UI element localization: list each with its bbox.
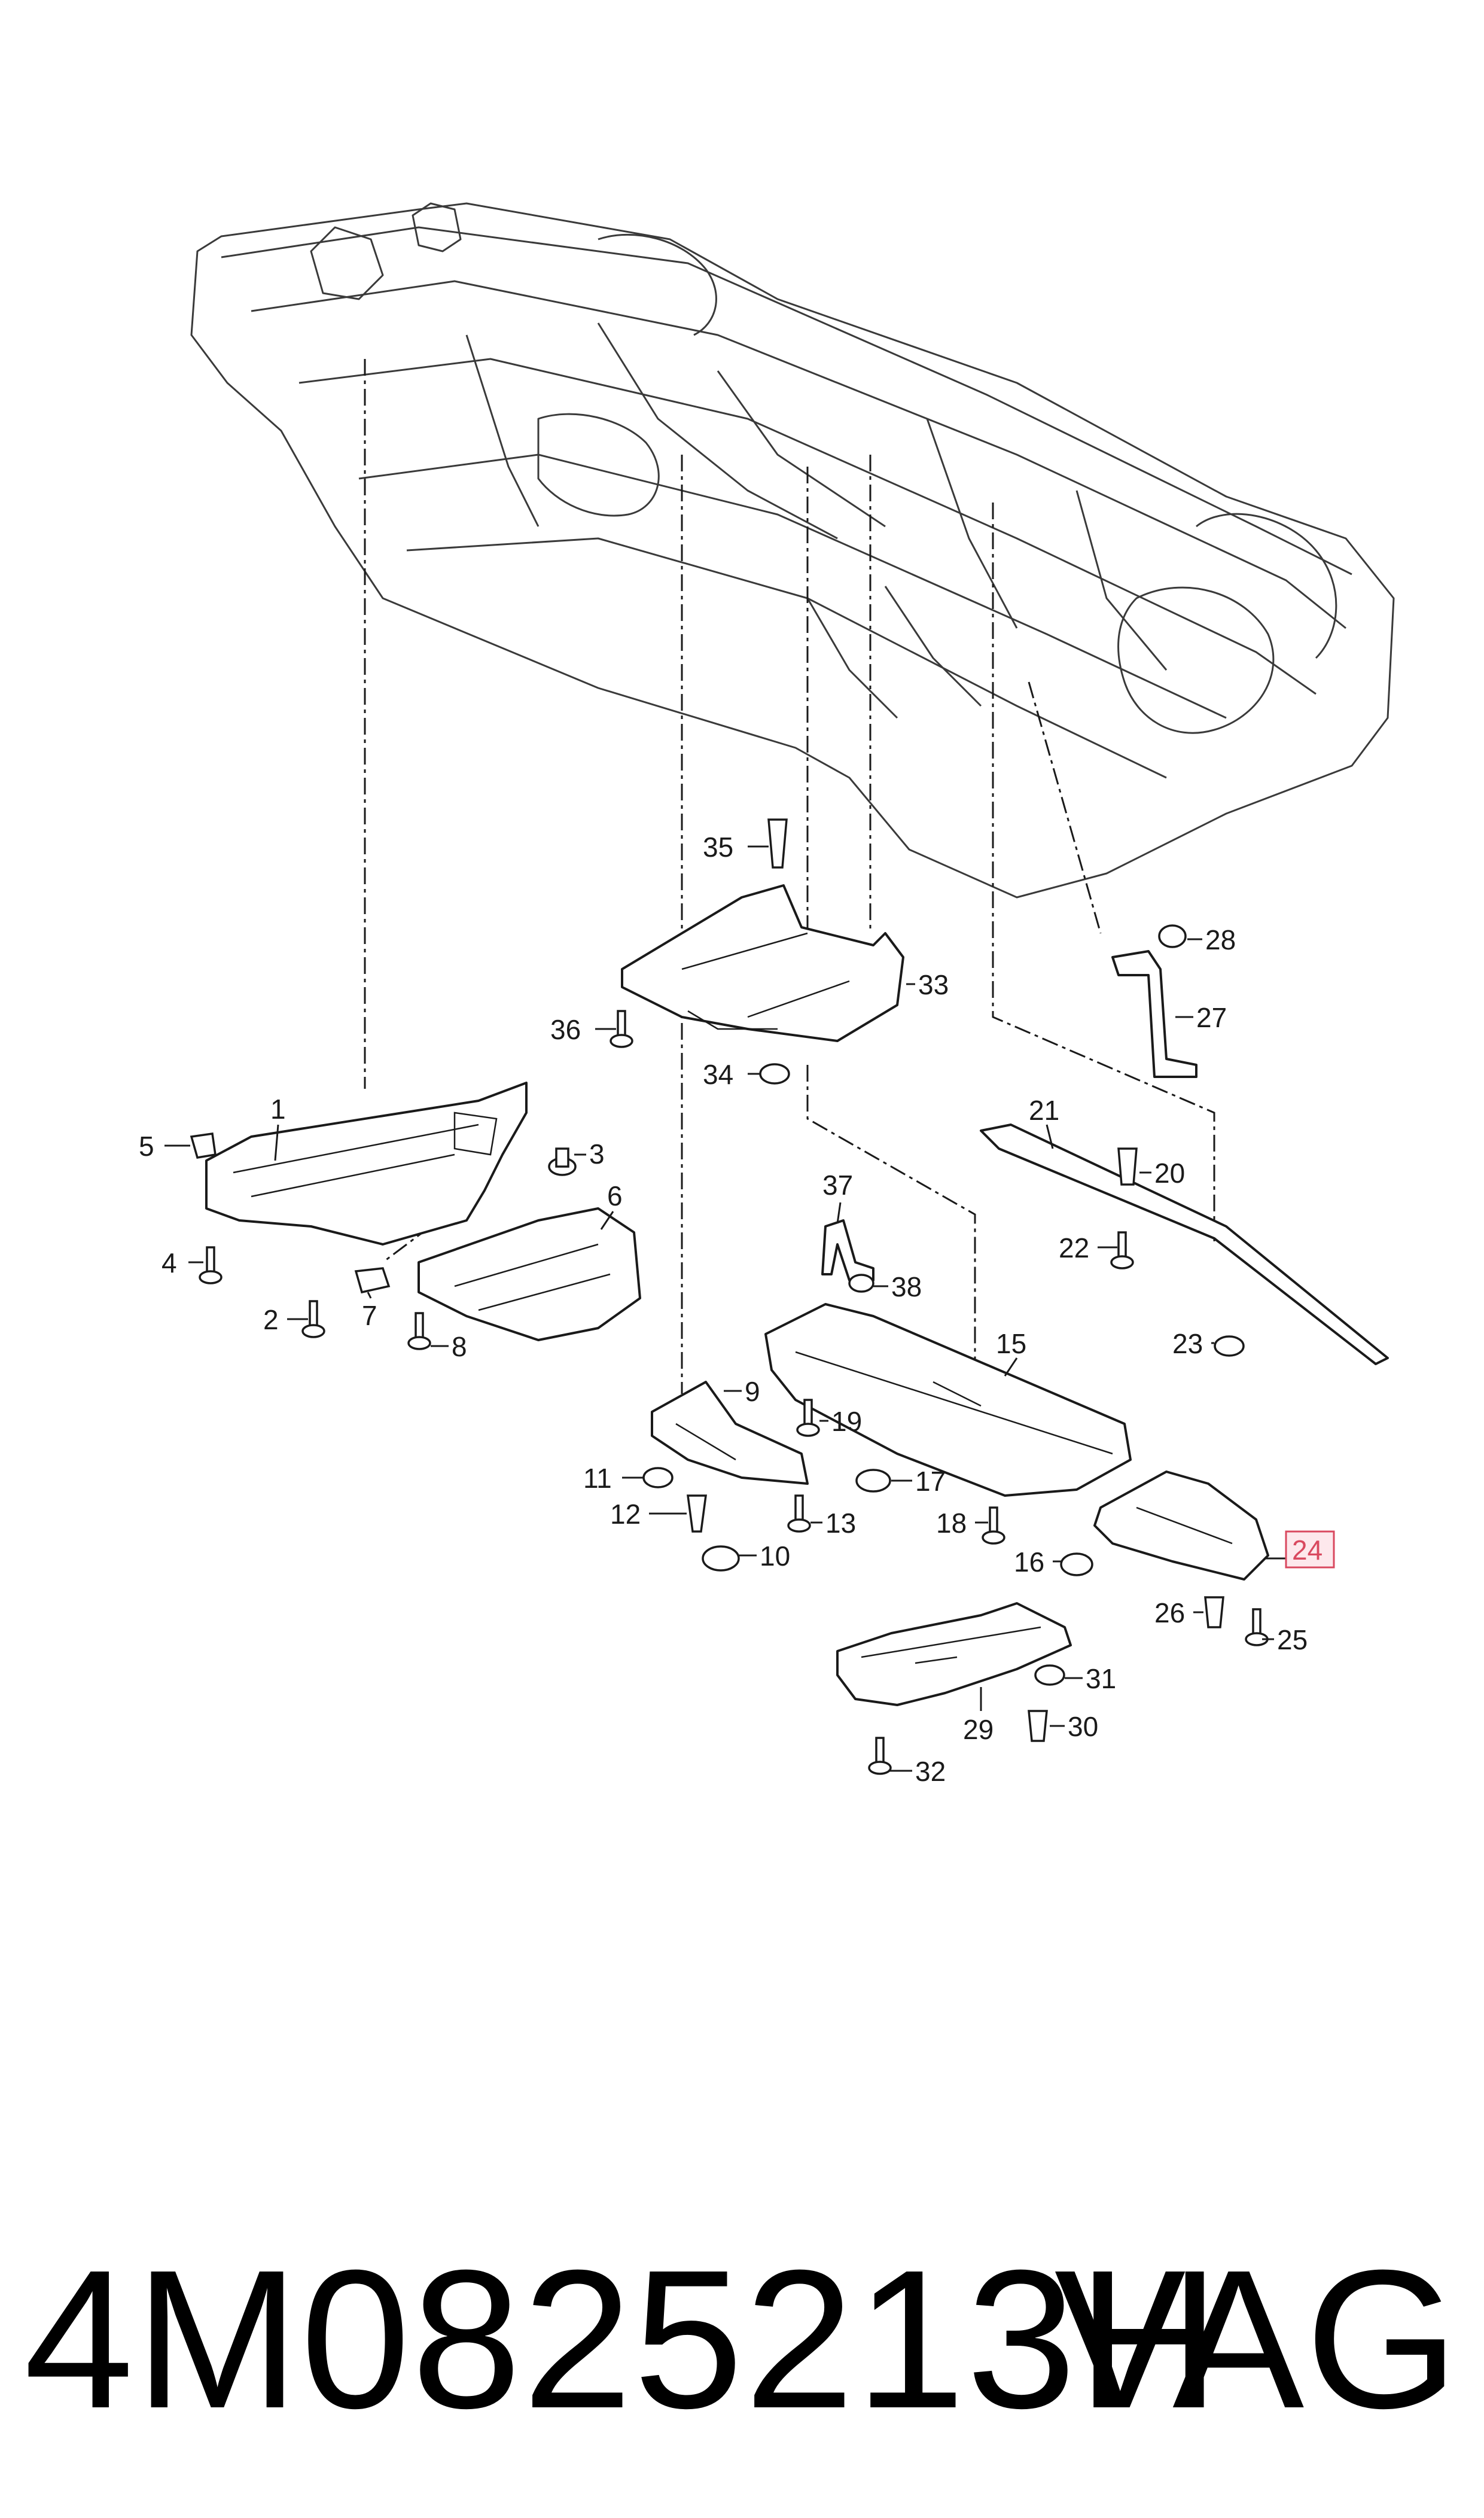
- part-21-sill-strip: [980, 1123, 1389, 1365]
- fastener-4: [199, 1246, 223, 1284]
- callout-31: 31: [1086, 1663, 1116, 1694]
- callout-8: 8: [452, 1331, 467, 1362]
- footer: 4M0825213H VAG: [0, 2213, 1484, 2465]
- callout-36: 36: [550, 1014, 581, 1045]
- part-33-bracket-plate: [621, 884, 904, 1042]
- callout-24-highlight: [1285, 1530, 1335, 1569]
- fastener-10: [702, 1545, 740, 1572]
- callout-18: 18: [936, 1508, 967, 1539]
- fastener-12: [687, 1494, 707, 1533]
- fastener-19: [796, 1399, 820, 1437]
- fastener-25: [1245, 1608, 1269, 1646]
- fastener-3: [548, 1147, 577, 1176]
- fastener-11: [642, 1467, 674, 1488]
- leader-lines: [164, 845, 1286, 1772]
- callout-10: 10: [760, 1540, 790, 1572]
- callout-34: 34: [703, 1059, 733, 1090]
- part-9-deflector: [651, 1381, 809, 1485]
- fastener-31: [1034, 1664, 1065, 1686]
- fastener-7: [354, 1267, 391, 1294]
- fastener-35: [767, 818, 788, 869]
- part-24-rear-cover: [1093, 1470, 1269, 1581]
- part-27-bracket: [1111, 950, 1197, 1078]
- part-37-small-bracket: [821, 1219, 874, 1281]
- fastener-18: [982, 1506, 1005, 1545]
- callout-5: 5: [139, 1131, 154, 1162]
- callout-15: 15: [996, 1328, 1026, 1359]
- callout-22: 22: [1059, 1232, 1089, 1263]
- callout-17: 17: [915, 1466, 946, 1497]
- vehicle-underbody: [190, 202, 1395, 899]
- callout-32: 32: [915, 1756, 946, 1787]
- callout-33: 33: [918, 969, 949, 1000]
- callout-7: 7: [362, 1300, 377, 1331]
- callout-labels: 1 2 3 4 5 6 7 8 9 10 11 12 13 15 16 17 1…: [139, 832, 1335, 1787]
- fastener-28: [1158, 924, 1187, 948]
- fastener-36: [610, 1010, 633, 1048]
- part-1-engine-undertray: [205, 1082, 528, 1246]
- fastener-23: [1214, 1335, 1245, 1357]
- fastener-22: [1110, 1231, 1134, 1269]
- part-15-underbody-panel: [764, 1303, 1132, 1497]
- callout-1: 1: [270, 1094, 286, 1125]
- part-29-rear-undertray: [836, 1602, 1072, 1706]
- callout-3: 3: [589, 1138, 605, 1170]
- callout-13: 13: [825, 1508, 856, 1539]
- callout-4: 4: [161, 1247, 177, 1278]
- callout-9: 9: [745, 1376, 760, 1407]
- callout-16: 16: [1014, 1546, 1044, 1578]
- fastener-38: [848, 1274, 874, 1293]
- callout-24: 24: [1292, 1534, 1323, 1566]
- callout-11: 11: [583, 1463, 612, 1494]
- callout-30: 30: [1068, 1711, 1098, 1742]
- callout-20: 20: [1154, 1158, 1185, 1189]
- fastener-2: [301, 1300, 325, 1338]
- fastener-30: [1028, 1710, 1048, 1742]
- callout-37: 37: [822, 1170, 853, 1201]
- callout-28: 28: [1205, 924, 1236, 955]
- callout-29: 29: [963, 1714, 994, 1745]
- fastener-26: [1204, 1596, 1224, 1628]
- fastener-34: [759, 1063, 790, 1085]
- fasteners: [190, 818, 1269, 1775]
- callout-38: 38: [891, 1271, 922, 1302]
- fastener-5: [190, 1132, 217, 1159]
- fastener-32: [868, 1737, 892, 1775]
- callout-35: 35: [703, 832, 733, 863]
- fastener-13: [787, 1494, 811, 1533]
- callout-2: 2: [263, 1304, 279, 1335]
- part-number: 4M0825213H: [24, 2228, 1221, 2449]
- callout-19: 19: [831, 1406, 862, 1437]
- fastener-20: [1117, 1147, 1138, 1186]
- callout-27: 27: [1196, 1002, 1227, 1033]
- callout-21: 21: [1029, 1095, 1059, 1126]
- callout-23: 23: [1172, 1328, 1203, 1359]
- fastener-8: [407, 1312, 431, 1350]
- callout-25: 25: [1277, 1624, 1308, 1655]
- part-6-undertray-plate: [418, 1207, 641, 1341]
- callout-6: 6: [607, 1180, 623, 1211]
- callout-12: 12: [610, 1499, 641, 1530]
- callout-26: 26: [1154, 1597, 1185, 1628]
- fastener-17: [855, 1469, 891, 1493]
- fastener-16: [1060, 1552, 1093, 1576]
- brand-name: VAG: [1054, 2228, 1460, 2449]
